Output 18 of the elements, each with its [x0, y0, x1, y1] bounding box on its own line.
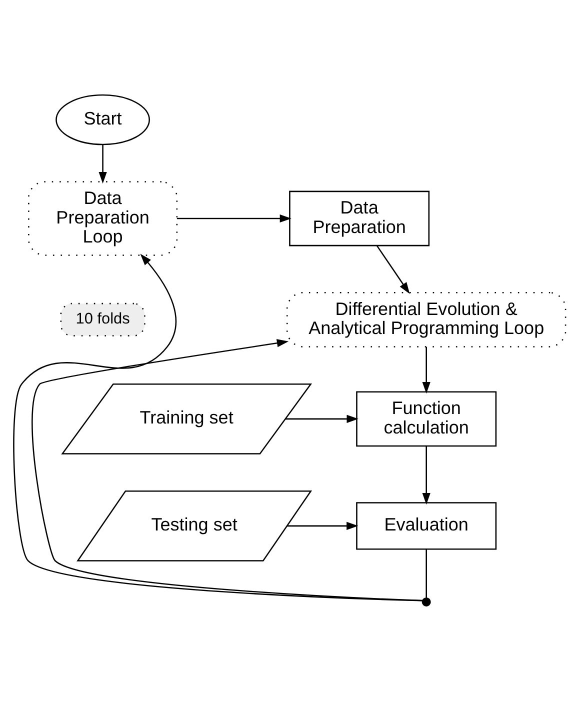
node-box: Evaluation	[356, 502, 497, 550]
node-box: Differential Evolution & Analytical Programming Loop	[286, 292, 566, 348]
arrow	[13, 254, 423, 602]
connector	[426, 549, 427, 598]
arrow	[98, 144, 107, 184]
node-ellipse: Start	[56, 94, 150, 146]
node-box: 10 folds	[60, 302, 146, 336]
arrow	[422, 346, 430, 394]
arrow	[176, 214, 292, 223]
arrow	[287, 522, 358, 530]
node-box: Function calculation	[356, 391, 497, 447]
arrow	[422, 446, 430, 505]
arrow	[285, 414, 358, 423]
node-box: Data Preparation	[289, 190, 430, 246]
arrow	[32, 339, 423, 602]
node-circle	[422, 597, 431, 606]
arrow	[376, 245, 410, 294]
node-box: Data Preparation Loop	[28, 181, 178, 256]
